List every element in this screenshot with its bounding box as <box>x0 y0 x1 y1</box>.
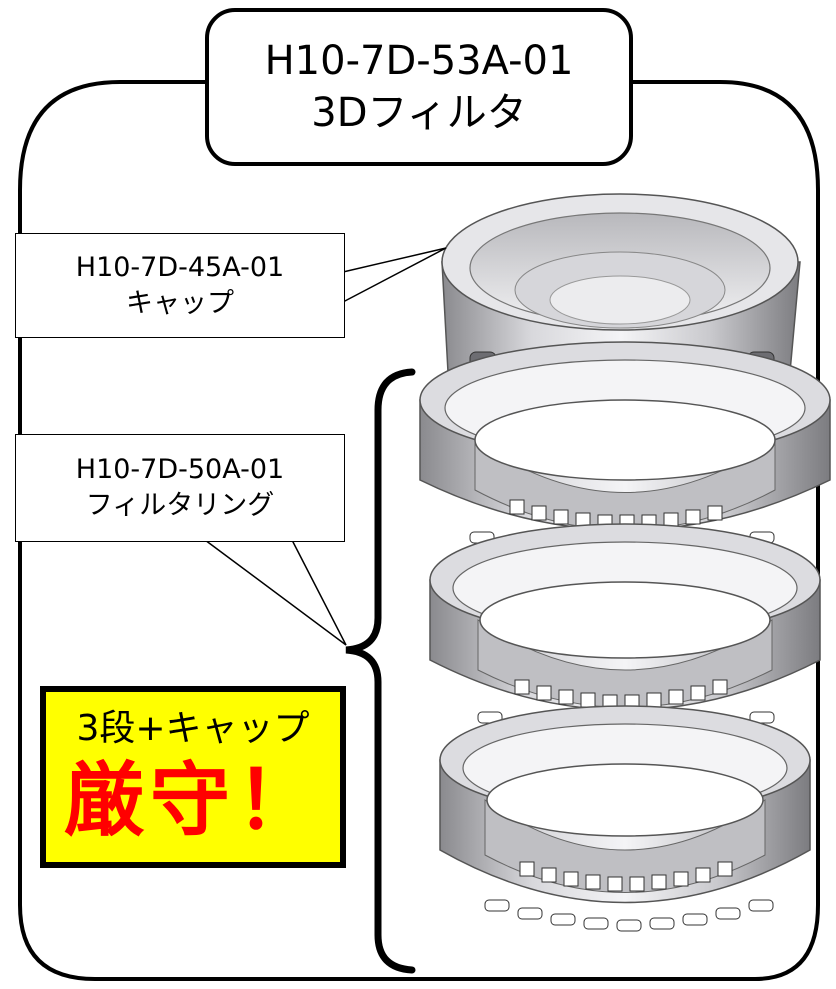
cap-callout: H10-7D-45A-01 キャップ <box>15 233 345 338</box>
ring-callout: H10-7D-50A-01 フィルタリング <box>15 434 345 542</box>
warning-subtitle: 3段+キャップ <box>76 708 310 749</box>
cap-part-number: H10-7D-45A-01 <box>75 251 285 283</box>
filter-ring-2 <box>429 523 821 744</box>
ring-brace <box>345 368 416 974</box>
ring-name: フィルタリング <box>85 490 275 521</box>
filter-ring-3 <box>439 705 811 932</box>
assembly-name: 3Dフィルタ <box>311 90 527 136</box>
ring-leader <box>204 539 347 646</box>
assembly-frame <box>18 80 820 981</box>
assembly-part-number: H10-7D-53A-01 <box>264 38 574 84</box>
warning-emphasis: 厳守！ <box>64 754 322 847</box>
cap-leader <box>342 247 447 303</box>
warning-box: 3段+キャップ 厳守！ <box>40 686 346 868</box>
cap-name: キャップ <box>126 287 234 319</box>
assembly-title: H10-7D-53A-01 3Dフィルタ <box>205 8 633 166</box>
ring-part-number: H10-7D-50A-01 <box>75 454 285 485</box>
